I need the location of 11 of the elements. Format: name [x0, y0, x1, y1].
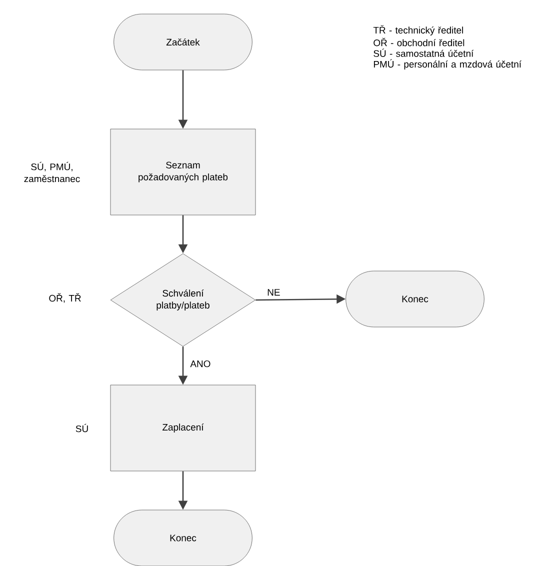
role-label: SÚ: [76, 424, 88, 432]
role-label: OŘ, TŘ: [49, 293, 81, 303]
abbreviation-note: OŘ - obchodní ředitel: [374, 38, 464, 46]
abbreviation-note: TŘ - technický ředitel: [373, 25, 463, 36]
abbreviation-note: SÚ - samostatná účetní: [374, 48, 474, 57]
abbreviation-note: PMÚ - personální a mzdová účetní: [374, 59, 522, 70]
role-label: SÚ, PMÚ, zaměstnanec: [24, 162, 80, 182]
edge-label: NE: [266, 288, 282, 297]
process-box: Zaplacení: [110, 384, 256, 472]
process-box: Seznam požadovaných plateb: [110, 128, 256, 216]
edge-label: ANO: [189, 359, 212, 368]
